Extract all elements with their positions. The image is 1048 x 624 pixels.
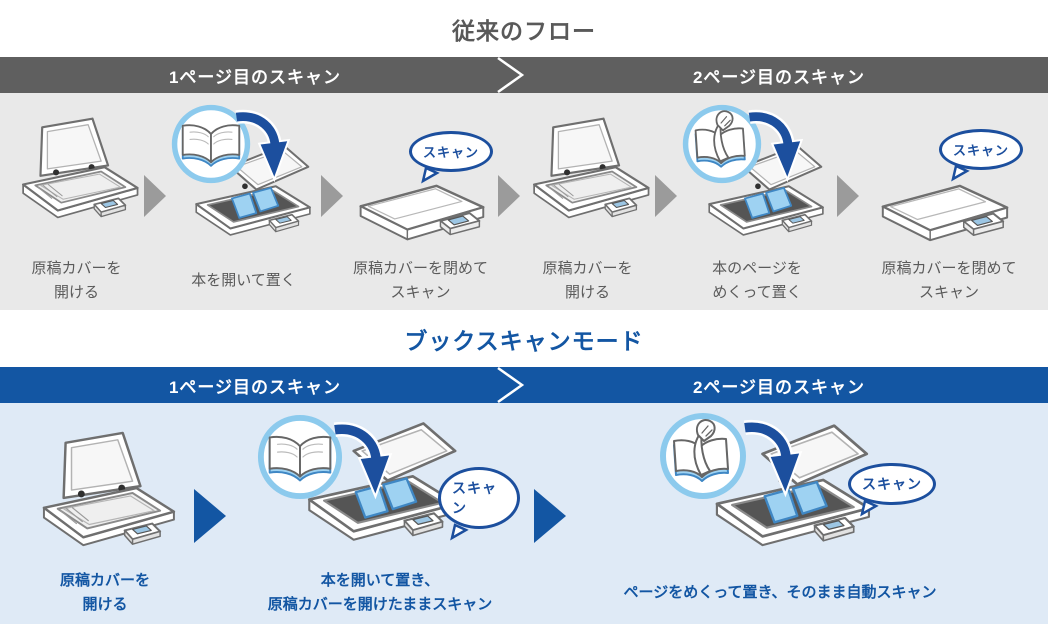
header-page1-label: 1ページ目のスキャン — [168, 67, 342, 87]
curved-arrow-icon — [230, 109, 288, 180]
scan-speech-bubble: スキャン — [438, 467, 520, 541]
gray-arrow-wrap — [321, 103, 343, 310]
header-page2-label: 2ページ目のスキャン — [692, 377, 866, 397]
step-caption: 本を開いて置き、 原稿カバーを開けたままスキャン — [267, 572, 493, 613]
open-scanner-icon — [42, 431, 176, 547]
step-open-cover: 原稿カバーを 開ける — [30, 411, 180, 624]
header-page1-label: 1ページ目のスキャン — [168, 377, 342, 397]
bookscan-mode-title: ブックスキャンモード — [404, 327, 644, 354]
place-book-illustration — [166, 103, 321, 251]
place-book-scan-illustration: スキャン — [240, 411, 520, 561]
step-turn-page-auto-scan: スキャン ページをめくって置き、そのまま自動スキャン — [580, 411, 980, 624]
scan-bubble-label: スキャン — [423, 145, 480, 160]
closed-scanner-illustration: スキャン — [859, 103, 1039, 251]
curved-arrow-icon — [743, 109, 801, 180]
right-arrow-icon — [321, 175, 343, 217]
scan-speech-bubble: スキャン — [848, 463, 936, 517]
bubble-tail-icon — [421, 166, 440, 184]
step-caption: 原稿カバーを 開ける — [31, 260, 122, 301]
scan-bubble-label: スキャン — [862, 476, 922, 492]
step-place-book-scan: スキャン 本を開いて置き、 原稿カバーを開けたままスキャン — [240, 411, 520, 624]
blue-arrow-wrap — [520, 411, 580, 624]
step-close-scan-2: スキャン 原稿カバーを閉めて スキャン — [859, 103, 1039, 310]
chevron-divider-icon — [497, 366, 525, 404]
right-arrow-icon — [498, 175, 520, 217]
open-scanner-icon — [533, 117, 650, 219]
bookscan-header-bar: 1ページ目のスキャン 2ページ目のスキャン — [0, 366, 1048, 404]
open-scanner-illustration — [9, 103, 144, 251]
step-caption: 原稿カバーを閉めて スキャン — [352, 260, 488, 301]
blue-arrow-wrap — [180, 411, 240, 624]
closed-scanner-icon — [359, 184, 485, 241]
closed-scanner-icon — [881, 184, 1009, 242]
step-caption: 本のページを めくって置く — [712, 260, 802, 301]
step-open-cover-2: 原稿カバーを 開ける — [520, 103, 655, 310]
chevron-divider-icon — [497, 56, 525, 94]
scan-speech-bubble: スキャン — [409, 131, 494, 184]
right-arrow-icon — [837, 175, 859, 217]
gray-arrow-wrap — [498, 103, 520, 310]
traditional-flow-section: 従来のフロー 1ページ目のスキャン 2ページ目のスキャン 原稿カバーを 開ける — [0, 0, 1048, 310]
step-close-scan-1: スキャン 原稿カバーを閉めて スキャン — [343, 103, 498, 310]
right-arrow-icon — [194, 489, 226, 543]
curved-arrow-icon — [328, 421, 390, 497]
scan-bubble-label: スキャン — [452, 480, 497, 516]
bubble-tail-icon — [450, 523, 469, 541]
scan-bubble-label: スキャン — [953, 143, 1010, 158]
traditional-header-bar: 1ページ目のスキャン 2ページ目のスキャン — [0, 56, 1048, 94]
curved-arrow-icon — [738, 419, 800, 495]
open-scanner-icon — [22, 117, 139, 219]
right-arrow-icon — [655, 175, 677, 217]
bookscan-steps-row: 原稿カバーを 開ける スキャン 本を開いて置き、 原稿カバーを開けたままスキャン — [0, 403, 1048, 624]
scan-speech-bubble: スキャン — [939, 129, 1024, 182]
right-arrow-icon — [144, 175, 166, 217]
right-arrow-icon — [534, 489, 566, 543]
step-caption: ページをめくって置き、そのまま自動スキャン — [623, 583, 937, 601]
step-caption: 原稿カバーを 開ける — [542, 260, 633, 301]
bookscan-mode-section: ブックスキャンモード 1ページ目のスキャン 2ページ目のスキャン 原稿カバーを … — [0, 310, 1048, 624]
step-place-book: 本を開いて置く — [166, 103, 321, 310]
gray-arrow-wrap — [837, 103, 859, 310]
traditional-steps-row: 原稿カバーを 開ける 本を開いて置く スキャン — [0, 93, 1048, 310]
bubble-tail-icon — [951, 164, 970, 182]
step-caption: 本を開いて置く — [191, 271, 296, 289]
step-caption: 原稿カバーを閉めて スキャン — [881, 260, 1017, 301]
gray-arrow-wrap — [144, 103, 166, 310]
gray-arrow-wrap — [655, 103, 677, 310]
step-caption: 原稿カバーを 開ける — [59, 572, 150, 613]
header-page2-label: 2ページ目のスキャン — [692, 67, 866, 87]
turn-page-illustration — [677, 103, 837, 251]
traditional-flow-title: 従来のフロー — [452, 17, 596, 44]
turn-page-auto-scan-illustration: スキャン — [580, 411, 980, 561]
open-scanner-illustration — [30, 411, 180, 561]
bubble-tail-icon — [860, 499, 879, 517]
step-turn-page: 本のページを めくって置く — [677, 103, 837, 310]
page-turn-badge-icon — [658, 411, 748, 501]
closed-scanner-illustration: スキャン — [343, 103, 498, 251]
open-scanner-illustration — [520, 103, 655, 251]
step-open-cover-1: 原稿カバーを 開ける — [9, 103, 144, 310]
